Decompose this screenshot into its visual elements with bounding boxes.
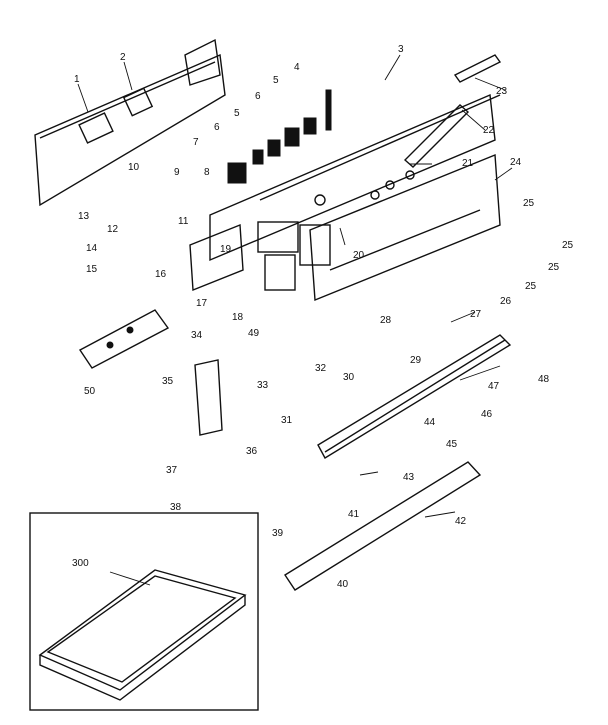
bracket-35 bbox=[194, 359, 223, 436]
callout-21: 21 bbox=[462, 158, 474, 169]
console-panel bbox=[34, 38, 226, 207]
callout-7: 7 bbox=[193, 137, 199, 148]
callout-10: 10 bbox=[128, 162, 140, 173]
callout-46: 46 bbox=[481, 409, 493, 420]
callout-16: 16 bbox=[155, 269, 167, 280]
callout-5b: 5 bbox=[234, 108, 240, 119]
callout-300: 300 bbox=[72, 558, 89, 569]
callout-22: 22 bbox=[483, 125, 495, 136]
callout-31: 31 bbox=[281, 415, 293, 426]
callout-32: 32 bbox=[315, 363, 327, 374]
callout-49: 49 bbox=[248, 328, 260, 339]
callout-2: 2 bbox=[120, 52, 126, 63]
timer-and-switches bbox=[227, 89, 332, 184]
callout-6b: 6 bbox=[214, 122, 220, 133]
callout-12: 12 bbox=[107, 224, 119, 235]
callout-13: 13 bbox=[78, 211, 90, 222]
callout-29: 29 bbox=[410, 355, 422, 366]
callout-35: 35 bbox=[162, 376, 174, 387]
inset-frame bbox=[29, 512, 259, 711]
callout-41: 41 bbox=[348, 509, 360, 520]
callout-8: 8 bbox=[204, 167, 210, 178]
bracket-16 bbox=[189, 221, 299, 292]
callout-20: 20 bbox=[353, 250, 365, 261]
callout-38: 38 bbox=[170, 502, 182, 513]
circuit-board-50 bbox=[78, 309, 170, 369]
base-plate-42 bbox=[284, 461, 482, 591]
fluorescent-tube bbox=[403, 54, 502, 168]
callout-17: 17 bbox=[196, 298, 208, 309]
callout-labels: 1 2 3 4 5 5 6 6 7 8 9 10 11 12 13 14 15 … bbox=[72, 44, 574, 590]
callout-50: 50 bbox=[84, 386, 96, 397]
callout-11: 11 bbox=[178, 216, 189, 227]
callout-40: 40 bbox=[337, 579, 349, 590]
rear-channel bbox=[299, 153, 501, 302]
callout-47: 47 bbox=[488, 381, 500, 392]
control-housing bbox=[209, 93, 501, 262]
callout-27: 27 bbox=[470, 309, 482, 320]
callout-23: 23 bbox=[496, 86, 508, 97]
callout-33: 33 bbox=[257, 380, 269, 391]
callout-4: 4 bbox=[294, 62, 300, 73]
callout-1: 1 bbox=[74, 74, 80, 85]
callout-26: 26 bbox=[500, 296, 512, 307]
callout-34: 34 bbox=[191, 330, 203, 341]
callout-37: 37 bbox=[166, 465, 178, 476]
callout-25b: 25 bbox=[562, 240, 574, 251]
callout-24: 24 bbox=[510, 157, 522, 168]
callout-48: 48 bbox=[538, 374, 550, 385]
callout-30: 30 bbox=[343, 372, 355, 383]
callout-14: 14 bbox=[86, 243, 98, 254]
callout-3: 3 bbox=[398, 44, 404, 55]
callout-36: 36 bbox=[246, 446, 258, 457]
callout-25d: 25 bbox=[525, 281, 537, 292]
callout-43: 43 bbox=[403, 472, 415, 483]
callout-6a: 6 bbox=[255, 91, 261, 102]
callout-15: 15 bbox=[86, 264, 98, 275]
callout-18: 18 bbox=[232, 312, 244, 323]
callout-19: 19 bbox=[220, 244, 232, 255]
callout-39: 39 bbox=[272, 528, 284, 539]
callout-42: 42 bbox=[455, 516, 467, 527]
callout-25a: 25 bbox=[523, 198, 535, 209]
callout-44: 44 bbox=[424, 417, 436, 428]
rail-47 bbox=[317, 334, 512, 459]
callout-9: 9 bbox=[174, 167, 180, 178]
callout-leaders bbox=[77, 54, 513, 586]
callout-45: 45 bbox=[446, 439, 458, 450]
callout-25c: 25 bbox=[548, 262, 560, 273]
callout-28: 28 bbox=[380, 315, 392, 326]
callout-5a: 5 bbox=[273, 75, 279, 86]
